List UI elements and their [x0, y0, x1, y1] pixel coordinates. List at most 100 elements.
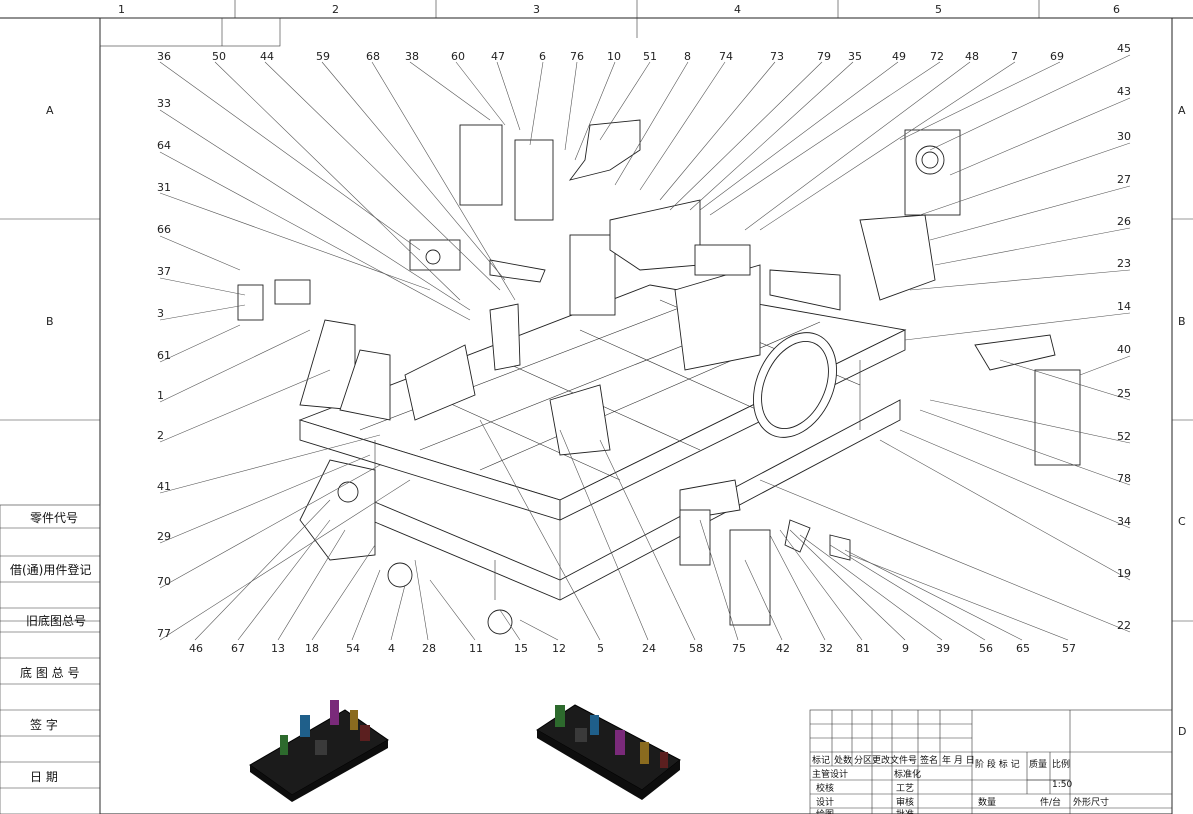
balloon-label: 60 [451, 50, 465, 63]
balloon-labels-right: 45 43 30 27 26 23 14 40 25 52 78 34 19 2… [759, 42, 1131, 633]
title-block-header: 标记 [812, 754, 830, 766]
balloon-label: 19 [1117, 567, 1131, 580]
balloon-label: 18 [305, 642, 319, 655]
balloon-label: 75 [732, 642, 746, 655]
balloon-label: 79 [817, 50, 831, 63]
balloon-label: 58 [689, 642, 703, 655]
title-block-header: 分区 [854, 755, 872, 766]
balloon-label: 44 [260, 50, 274, 63]
balloon-label: 61 [157, 349, 171, 362]
side-table-cell: 零件代号 [30, 511, 78, 525]
balloon-label: 73 [770, 50, 784, 63]
zone-label-top: 2 [332, 3, 339, 16]
balloon-label: 2 [157, 429, 164, 442]
top-zone-ruler: 1 2 3 4 5 6 [118, 0, 1120, 38]
title-block-header: 处数 [834, 754, 852, 766]
title-block-row: 设计 [816, 796, 834, 808]
zone-label-top: 3 [533, 3, 540, 16]
title-block-mid: 标准化 [894, 768, 921, 780]
balloon-label: 14 [1117, 300, 1131, 313]
mass-label: 质量 [1029, 758, 1047, 770]
title-block-row: 校核 [816, 782, 834, 794]
balloon-label: 70 [157, 575, 171, 588]
zone-label-side: B [1178, 315, 1186, 328]
zone-label-top: 4 [734, 3, 741, 16]
title-block: 标记 处数 分区 更改文件号 签名 年 月 日 主管设计 校核 设计 绘图 标准… [809, 709, 1173, 814]
balloon-label: 22 [1117, 619, 1131, 632]
zone-label-side: A [1178, 104, 1186, 117]
balloon-label: 43 [1117, 85, 1131, 98]
right-zone-ruler: A B C D [1172, 104, 1193, 738]
balloon-label: 31 [157, 181, 171, 194]
balloon-labels-left: 33 64 31 66 37 3 61 1 2 41 29 70 77 [157, 97, 471, 641]
balloon-label: 81 [856, 642, 870, 655]
balloon-label: 26 [1117, 215, 1131, 228]
unit-label: 件/台 [1040, 796, 1061, 808]
title-block-header: 签名 [920, 754, 938, 766]
balloon-label: 41 [157, 480, 171, 493]
scale-value: 1:50 [1052, 780, 1072, 790]
balloon-label: 46 [189, 642, 203, 655]
balloon-label: 5 [597, 642, 604, 655]
balloon-label: 11 [469, 642, 483, 655]
balloon-label: 65 [1016, 642, 1030, 655]
side-table-cell: 日 期 [30, 770, 58, 784]
balloon-label: 39 [936, 642, 950, 655]
balloon-label: 15 [514, 642, 528, 655]
balloon-label: 45 [1117, 42, 1131, 55]
quantity-label: 数量 [978, 796, 996, 808]
stage-mark-label: 阶 段 标 记 [975, 758, 1020, 770]
balloon-label: 32 [819, 642, 833, 655]
side-table-cell: 签 字 [30, 717, 58, 732]
balloon-label: 51 [643, 50, 657, 63]
balloon-label: 72 [930, 50, 944, 63]
balloon-label: 24 [642, 642, 656, 655]
zone-label-side: C [1178, 515, 1186, 528]
balloon-label: 47 [491, 50, 505, 63]
size-label: 外形尺寸 [1073, 796, 1109, 808]
iso-preview-left [249, 700, 389, 802]
zone-label-side: B [46, 315, 54, 328]
title-block-mid: 工艺 [896, 783, 914, 794]
balloon-label: 52 [1117, 430, 1131, 443]
balloon-label: 35 [848, 50, 862, 63]
side-registration-table: 零件代号 借(通)用件登记 旧底图总号 底 图 总 号 签 字 日 期 [0, 504, 101, 814]
balloon-label: 57 [1062, 642, 1076, 655]
balloon-label: 8 [684, 50, 691, 63]
balloon-label: 69 [1050, 50, 1064, 63]
balloon-label: 33 [157, 97, 171, 110]
balloon-label: 38 [405, 50, 419, 63]
fixture-assembly-drawing [237, 119, 1081, 635]
balloon-label: 78 [1117, 472, 1131, 485]
balloon-label: 12 [552, 642, 566, 655]
zone-label-top: 1 [118, 3, 125, 16]
balloon-label: 27 [1117, 173, 1131, 186]
balloon-label: 3 [157, 307, 164, 320]
balloon-label: 1 [157, 389, 164, 402]
balloon-labels-top: 36 50 44 59 68 38 60 47 6 76 10 51 8 74 … [157, 50, 1064, 301]
balloon-label: 76 [570, 50, 584, 63]
balloon-label: 10 [607, 50, 621, 63]
title-block-mid: 审核 [896, 796, 914, 808]
balloon-label: 54 [346, 642, 360, 655]
balloon-label: 66 [157, 223, 171, 236]
title-block-row: 绘图 [816, 808, 834, 814]
balloon-label: 64 [157, 139, 171, 152]
left-zone-ruler: A B [0, 104, 100, 622]
balloon-label: 68 [366, 50, 380, 63]
balloon-label: 25 [1117, 387, 1131, 400]
balloon-labels-bottom: 46 67 13 18 54 4 28 11 15 12 5 24 58 75 … [189, 419, 1076, 655]
zone-label-side: D [1178, 725, 1186, 738]
balloon-label: 29 [157, 530, 171, 543]
zone-label-side: A [46, 104, 54, 117]
title-block-row: 主管设计 [812, 768, 848, 780]
balloon-label: 56 [979, 642, 993, 655]
balloon-label: 9 [902, 642, 909, 655]
balloon-label: 77 [157, 627, 171, 640]
zone-label-top: 6 [1113, 3, 1120, 16]
balloon-label: 13 [271, 642, 285, 655]
side-table-cell: 底 图 总 号 [20, 665, 79, 680]
title-block-header: 年 月 日 [942, 754, 975, 766]
side-table-cell: 借(通)用件登记 [10, 562, 91, 577]
